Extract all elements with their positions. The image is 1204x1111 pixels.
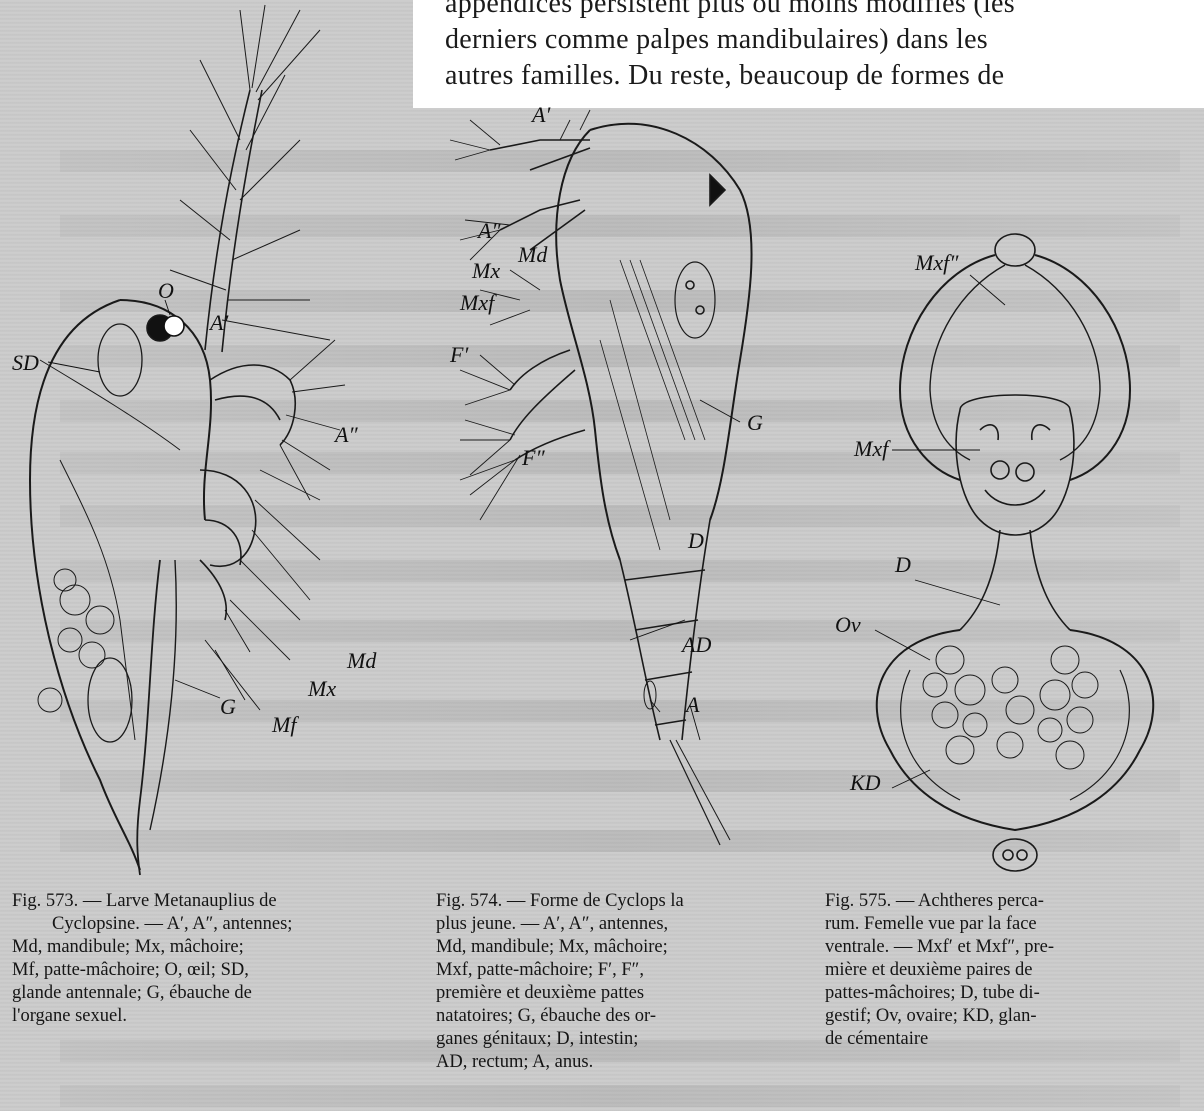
caption-line: natatoires; G, ébauche des or- [436, 1005, 811, 1028]
caption-line: Fig. 573. — Larve Metanauplius de [12, 890, 417, 913]
label-eye: O [158, 278, 174, 303]
caption-line: ventrale. — Mxf′ et Mxf″, pre- [825, 936, 1195, 959]
label-gland: SD [12, 350, 39, 375]
caption-line: glande antennale; G, ébauche de [12, 982, 417, 1005]
label-second-swimming-leg: F″ [521, 445, 545, 470]
caption-line: Md, mandibule; Mx, mâchoire; [436, 936, 811, 959]
label-maxilla: Mx [307, 676, 336, 701]
paragraph-line: derniers comme palpes mandibulaires) dan… [445, 22, 988, 58]
label-rectum: AD [680, 632, 711, 657]
caption-line: Md, mandibule; Mx, mâchoire; [12, 936, 417, 959]
caption-line: pattes-mâchoires; D, tube di- [825, 982, 1195, 1005]
caption-line: Cyclopsine. — A′, A″, antennes; [12, 913, 417, 936]
caption-line: Mf, patte-mâchoire; O, œil; SD, [12, 959, 417, 982]
caption-line: première et deuxième pattes [436, 982, 811, 1005]
label-genital-anlage: G [747, 410, 763, 435]
caption-line: Fig. 574. — Forme de Cyclops la [436, 890, 811, 913]
label-intestine: D [687, 528, 704, 553]
figure-574-caption: Fig. 574. — Forme de Cyclops la plus jeu… [436, 890, 811, 1074]
label-first-maxilliped: Mxf [853, 436, 891, 461]
label-antenna: A″ [333, 422, 358, 447]
label-cement-gland: KD [849, 770, 881, 795]
caption-line: de cémentaire [825, 1028, 1195, 1051]
caption-line: l'organe sexuel. [12, 1005, 417, 1028]
caption-line: Mxf, patte-mâchoire; F′, F″, [436, 959, 811, 982]
label-maxilliped: Mxf [459, 290, 497, 315]
top-paragraph: appendices persistent plus ou moins modi… [413, 0, 1204, 108]
label-genital-anlage: G [220, 694, 236, 719]
label-antennule: A′ [530, 102, 551, 127]
figure-575-caption: Fig. 575. — Achtheres perca- rum. Femell… [825, 890, 1195, 1051]
caption-line: AD, rectum; A, anus. [436, 1051, 811, 1074]
figure-574-cyclops-illustration: A′ A″ Mx Md Mxf F′ F″ G D AD A [420, 100, 810, 890]
label-digestive-tube: D [894, 552, 911, 577]
figure-575-achtheres-illustration: Mxf″ Mxf D Ov KD [820, 210, 1200, 880]
paragraph-line: autres familles. Du reste, beaucoup de f… [445, 58, 1004, 94]
caption-line: Fig. 575. — Achtheres perca- [825, 890, 1195, 913]
caption-line: rum. Femelle vue par la face [825, 913, 1195, 936]
label-ovary: Ov [835, 612, 861, 637]
figure-573-larva-illustration: A′ O SD A″ Md Mx Mf G [0, 0, 420, 880]
caption-line: mière et deuxième paires de [825, 959, 1195, 982]
paragraph-line: appendices persistent plus ou moins modi… [445, 0, 1015, 22]
caption-line: plus jeune. — A′, A″, antennes, [436, 913, 811, 936]
label-maxilliped: Mf [271, 712, 299, 737]
label-antennule: A′ [208, 310, 229, 335]
label-antenna: A″ [476, 218, 501, 243]
label-maxilla: Mx [471, 258, 500, 283]
label-mandible: Md [517, 242, 548, 267]
label-mandible: Md [346, 648, 377, 673]
caption-line: ganes génitaux; D, intestin; [436, 1028, 811, 1051]
figure-573-caption: Fig. 573. — Larve Metanauplius de Cyclop… [12, 890, 417, 1028]
label-second-maxilliped: Mxf″ [914, 250, 959, 275]
bleed-through-line [60, 1085, 1180, 1107]
label-first-swimming-leg: F′ [449, 342, 469, 367]
caption-line: gestif; Ov, ovaire; KD, glan- [825, 1005, 1195, 1028]
label-anus: A [684, 692, 700, 717]
